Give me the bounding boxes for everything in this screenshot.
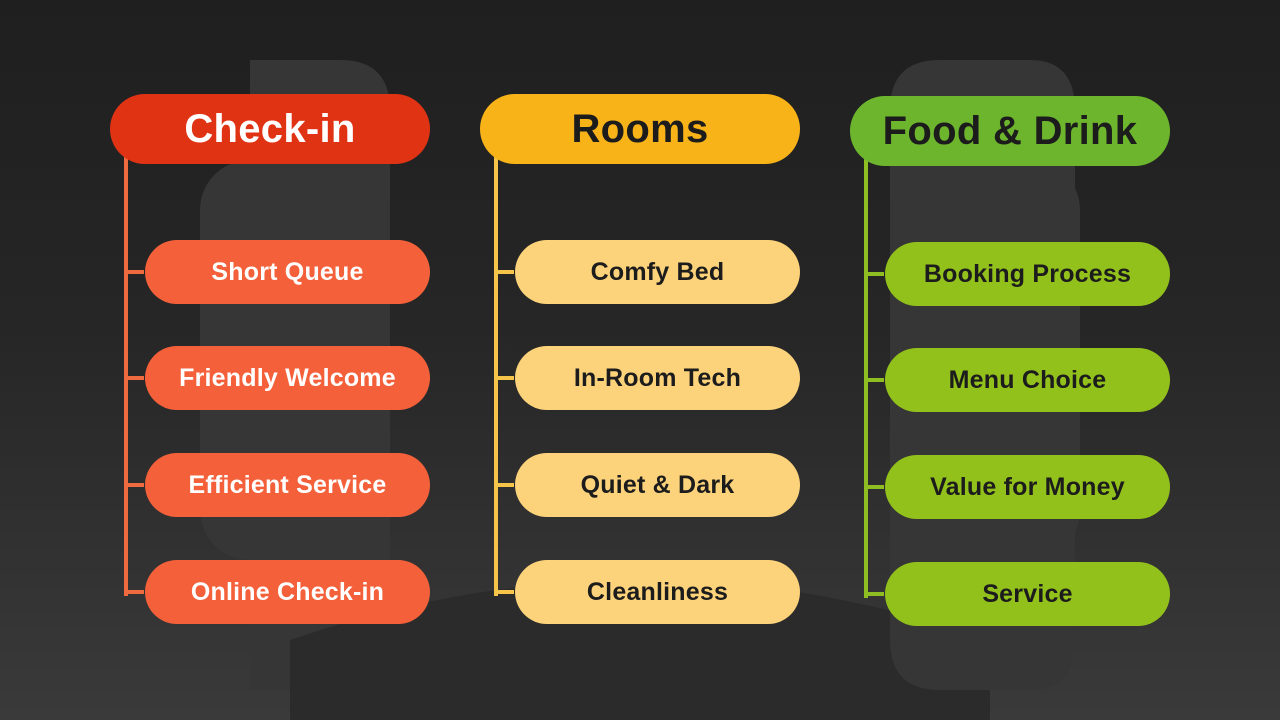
item-service: Service xyxy=(885,562,1170,626)
category-header-check-in: Check-in xyxy=(110,94,430,164)
column-rooms: Rooms Comfy Bed In-Room Tech Quiet & Dar… xyxy=(480,0,800,720)
connector-branch xyxy=(864,485,884,489)
connector-branch xyxy=(864,592,884,596)
item-booking-process: Booking Process xyxy=(885,242,1170,306)
column-food-and-drink: Food & Drink Booking Process Menu Choice… xyxy=(850,0,1170,720)
connector-branch xyxy=(864,272,884,276)
item-menu-choice: Menu Choice xyxy=(885,348,1170,412)
connector-line xyxy=(864,152,868,598)
connector-branch xyxy=(494,590,514,594)
item-cleanliness: Cleanliness xyxy=(515,560,800,624)
category-header-food-and-drink: Food & Drink xyxy=(850,96,1170,166)
item-friendly-welcome: Friendly Welcome xyxy=(145,346,430,410)
item-online-check-in: Online Check-in xyxy=(145,560,430,624)
item-comfy-bed: Comfy Bed xyxy=(515,240,800,304)
connector-branch xyxy=(124,270,144,274)
connector-branch xyxy=(124,483,144,487)
item-short-queue: Short Queue xyxy=(145,240,430,304)
connector-line xyxy=(494,150,498,596)
connector-branch xyxy=(494,270,514,274)
column-check-in: Check-in Short Queue Friendly Welcome Ef… xyxy=(110,0,430,720)
connector-branch xyxy=(494,376,514,380)
item-efficient-service: Efficient Service xyxy=(145,453,430,517)
connector-branch xyxy=(494,483,514,487)
connector-line xyxy=(124,150,128,596)
item-in-room-tech: In-Room Tech xyxy=(515,346,800,410)
connector-branch xyxy=(124,590,144,594)
item-quiet-and-dark: Quiet & Dark xyxy=(515,453,800,517)
connector-branch xyxy=(864,378,884,382)
connector-branch xyxy=(124,376,144,380)
category-header-rooms: Rooms xyxy=(480,94,800,164)
item-value-for-money: Value for Money xyxy=(885,455,1170,519)
